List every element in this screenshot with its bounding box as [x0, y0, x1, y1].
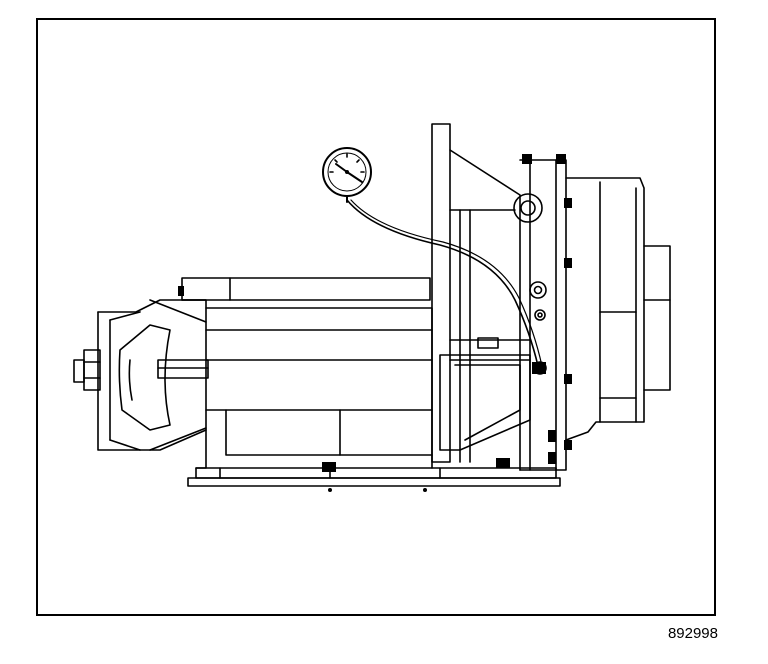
channel-plate	[513, 154, 572, 471]
transmission-case	[73, 277, 433, 469]
diagram-frame	[36, 18, 716, 616]
valve-body-plate	[431, 123, 531, 471]
figure-number: 892998	[667, 625, 718, 642]
extension-housing	[565, 177, 671, 441]
gauge-hose	[346, 199, 546, 374]
oil-pan	[187, 458, 561, 492]
pressure-gauge-icon	[322, 147, 372, 203]
